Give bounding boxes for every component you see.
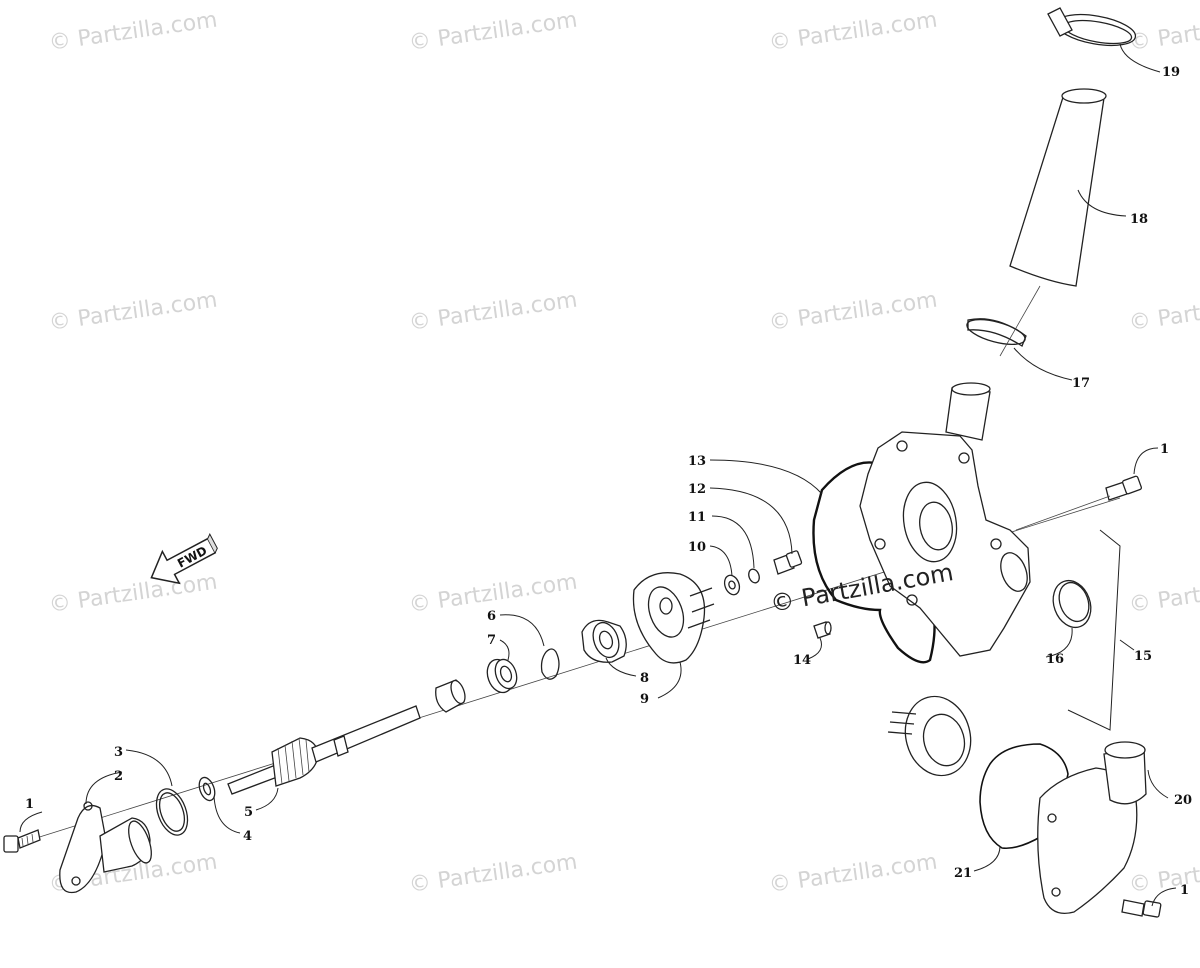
callout-20: 20 — [1174, 793, 1192, 808]
callout-1-upper-right: 1 — [1160, 442, 1169, 457]
watermark: © Partzilla.com — [47, 288, 219, 336]
watermark: © Partzilla.com — [47, 570, 219, 618]
callout-6: 6 — [487, 609, 496, 624]
watermark: © Partzilla.com — [1127, 570, 1200, 618]
callout-1-lower-right: 1 — [1180, 883, 1189, 898]
callout-1-lower-left: 1 — [25, 797, 34, 812]
hose-clamp-part — [1047, 7, 1137, 47]
callout-17: 17 — [1072, 376, 1090, 391]
callout-2: 2 — [114, 769, 123, 784]
watermark: © Partzilla.com — [407, 288, 579, 336]
callout-labels: 1 2 3 4 5 6 7 8 9 10 11 12 13 14 15 16 1… — [25, 65, 1192, 898]
pump-shaft-part — [227, 705, 421, 795]
dowel-pin-part — [813, 621, 832, 639]
callout-16: 16 — [1046, 652, 1064, 667]
callout-13: 13 — [688, 454, 706, 469]
callout-15: 15 — [1134, 649, 1152, 664]
impeller-bolt-part — [773, 550, 803, 575]
seal-ring-part — [1052, 579, 1092, 629]
bolt-part — [3, 829, 41, 853]
circlip-part — [540, 648, 560, 680]
callout-10: 10 — [688, 540, 706, 555]
callout-8: 8 — [640, 671, 649, 686]
bolt-part — [1105, 475, 1142, 501]
callout-5: 5 — [244, 805, 253, 820]
callout-21: 21 — [954, 866, 972, 881]
callout-12: 12 — [688, 482, 706, 497]
callout-7: 7 — [487, 633, 496, 648]
seal-part — [581, 619, 627, 663]
thermostat-part — [887, 695, 972, 777]
watermark: © Partzilla.com — [767, 8, 939, 56]
bushing-part — [435, 679, 466, 713]
impeller-part — [632, 572, 715, 664]
washer-part — [748, 568, 760, 584]
watermark: © Partzilla.com — [1127, 288, 1200, 336]
callout-18: 18 — [1130, 212, 1148, 227]
watermark: © Partzilla.com — [1127, 8, 1200, 56]
washer-part — [198, 776, 216, 802]
drive-housing-part — [59, 801, 152, 894]
watermark: © Partzilla.com — [407, 8, 579, 56]
callout-14: 14 — [793, 653, 811, 668]
coolant-hose-part — [1009, 88, 1107, 287]
thermostat-cover-part — [1037, 741, 1147, 915]
watermark: © Partzilla.com — [47, 8, 219, 56]
watermark: © Partzilla.com — [767, 850, 939, 898]
callout-19: 19 — [1162, 65, 1180, 80]
leader-lines — [19, 43, 1177, 907]
watermark: © Partzilla.com — [767, 288, 939, 336]
callout-11: 11 — [688, 510, 706, 525]
group-bracket-line — [1067, 529, 1121, 731]
pump-housing-part — [859, 382, 1031, 657]
bearing-part — [486, 658, 518, 694]
o-ring-part — [155, 788, 189, 836]
watermark: © Partzilla.com — [1127, 850, 1200, 898]
bolt-part — [1121, 899, 1162, 918]
watermark: © Partzilla.com — [407, 850, 579, 898]
callout-4: 4 — [243, 829, 252, 844]
callout-9: 9 — [640, 692, 649, 707]
callout-3: 3 — [114, 745, 123, 760]
hose-clamp-part — [966, 318, 1027, 347]
watermark-layer: © Partzilla.com © Partzilla.com © Partzi… — [47, 8, 1200, 898]
washer-part — [723, 574, 741, 596]
